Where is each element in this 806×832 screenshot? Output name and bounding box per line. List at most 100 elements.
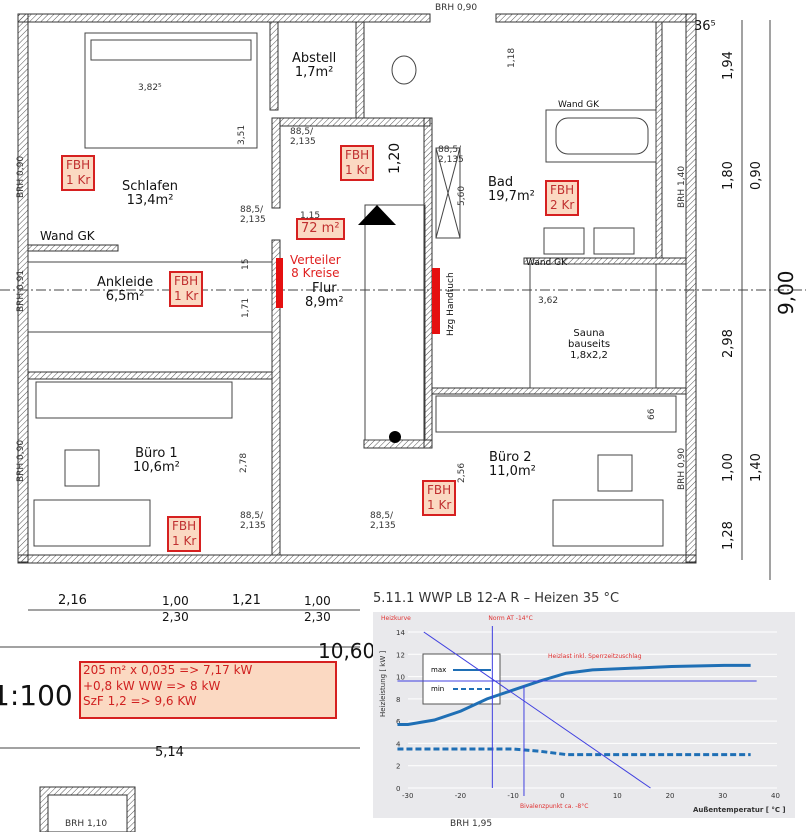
brh-label: BRH 1,40 [677, 165, 687, 208]
brh-label: BRH 0,90 [16, 439, 26, 482]
room-name: Flur [311, 281, 337, 296]
dim-right: 1,28 [721, 521, 736, 550]
room-area: 19,7m² [488, 189, 535, 205]
norm-at-label: Norm AT -14°C [488, 615, 532, 622]
dim-bottom: 2,16 [58, 593, 87, 608]
brh-label: BRH 0,91 [16, 269, 26, 312]
fbh-circuits: 1 Kr [172, 534, 197, 548]
door-height: 2,135 [240, 520, 266, 531]
room-name: Abstell [292, 51, 337, 66]
room-name: Büro 1 [135, 446, 178, 461]
brh-label: BRH 1,95 [450, 819, 493, 830]
door-label: 88,5/2,135 [290, 127, 316, 148]
room-area: 13,4m² [126, 193, 174, 209]
area-total-label: 72 m² [296, 218, 345, 241]
x-axis-label: Außentemperatur [ °C ] [693, 806, 786, 814]
brh-label: BRH 0,90 [16, 155, 26, 198]
dim-bottom: 1,00 [304, 594, 331, 608]
room-name: Ankleide [97, 275, 154, 290]
dim-label: 1,20 [387, 142, 403, 174]
fbh-circuits: 1 Kr [174, 289, 199, 303]
y-tick-label: 14 [396, 629, 405, 637]
dim-label: 3,62 [538, 296, 559, 306]
series-min [397, 747, 751, 757]
chart-title: 5.11.1 WWP LB 12-A R – Heizen 35 °C [373, 591, 620, 606]
dim-bottom: 5,14 [155, 745, 184, 760]
dim-right: 0,90 [749, 161, 764, 190]
calc-line: SzF 1,2 => 9,6 KW [83, 694, 197, 709]
y-tick-label: 10 [396, 674, 405, 682]
fbh-text: FBH [172, 519, 197, 533]
door-width: 88,5/ [370, 511, 394, 521]
y-tick-label: 6 [396, 718, 401, 726]
x-tick-label: -20 [455, 792, 466, 800]
fbh-circuits: 1 Kr [345, 163, 370, 177]
x-tick-label: 20 [666, 792, 675, 800]
wand-gk-label-bad: Wand GK [558, 100, 599, 110]
wand-gk-label-bad-2: Wand GK [526, 258, 567, 268]
heizkurve-line [423, 631, 651, 789]
dim-right: 1,80 [721, 161, 736, 190]
door-width: 88,5/ [290, 127, 314, 137]
door-width: 88,5/ [438, 145, 462, 155]
y-tick-label: 8 [396, 696, 400, 704]
room-area: 11,0m² [489, 464, 536, 480]
dim-right: 36⁵ [694, 19, 716, 34]
x-tick-label: 0 [560, 792, 564, 800]
room-note: bauseits [568, 339, 611, 350]
door-height: 2,135 [290, 136, 316, 147]
room-area: 1,7m² [294, 65, 334, 81]
dim-right: 2,98 [721, 329, 736, 358]
x-tick-label: -30 [402, 792, 413, 800]
heizkurve-label: Heizkurve [381, 615, 411, 622]
dim-label: 15 [241, 258, 251, 270]
dim-label: 1,71 [241, 297, 251, 318]
brh-label: BRH 0,90 [435, 3, 478, 13]
fbh-text: FBH [66, 158, 91, 172]
scale-label: 1:100 [0, 679, 73, 712]
fbh-text: FBH [427, 483, 452, 497]
fbh-circuits: 1 Kr [427, 498, 452, 512]
calc-line: +0,8 kW WW => 8 kW [83, 678, 221, 693]
dim-bottom-total: 10,60 [318, 639, 376, 663]
door-height: 2,135 [370, 520, 396, 531]
dim-label: 66 [647, 408, 657, 420]
door-width: 88,5/ [240, 511, 264, 521]
dim-label: 1,15 [300, 211, 321, 221]
heating-load-calculation: 205 m² x 0,035 => 7,17 kW +0,8 kW WW => … [79, 661, 337, 719]
bivalenz-label: Bivalenzpunkt ca. -8°C [520, 803, 588, 810]
dim-bottom: 2,30 [162, 610, 189, 624]
room-name: Sauna [573, 328, 605, 339]
dim-bottom: 1,00 [162, 594, 189, 608]
door-height: 2,135 [240, 214, 266, 225]
y-tick-label: 2 [396, 763, 400, 771]
dim-right: 1,40 [749, 453, 764, 482]
legend-label-min: min [431, 685, 444, 693]
dim-label: 1,18 [507, 47, 517, 68]
dim-label: 5,60 [457, 185, 467, 206]
door-height: 2,135 [438, 154, 464, 165]
fbh-circuits: 2 Kr [550, 198, 575, 212]
dim-right-total: 9,00 [774, 270, 798, 315]
x-tick-label: 40 [771, 792, 780, 800]
dim-label: 3,51 [237, 124, 247, 145]
door-label: 88,5/2,135 [240, 205, 266, 226]
door-width: 88,5/ [240, 205, 264, 215]
room-area: 6,5m² [105, 289, 145, 305]
door-label: 88,5/2,135 [240, 511, 266, 532]
legend-box [422, 653, 501, 705]
dim-bottom: 1,21 [232, 593, 261, 608]
